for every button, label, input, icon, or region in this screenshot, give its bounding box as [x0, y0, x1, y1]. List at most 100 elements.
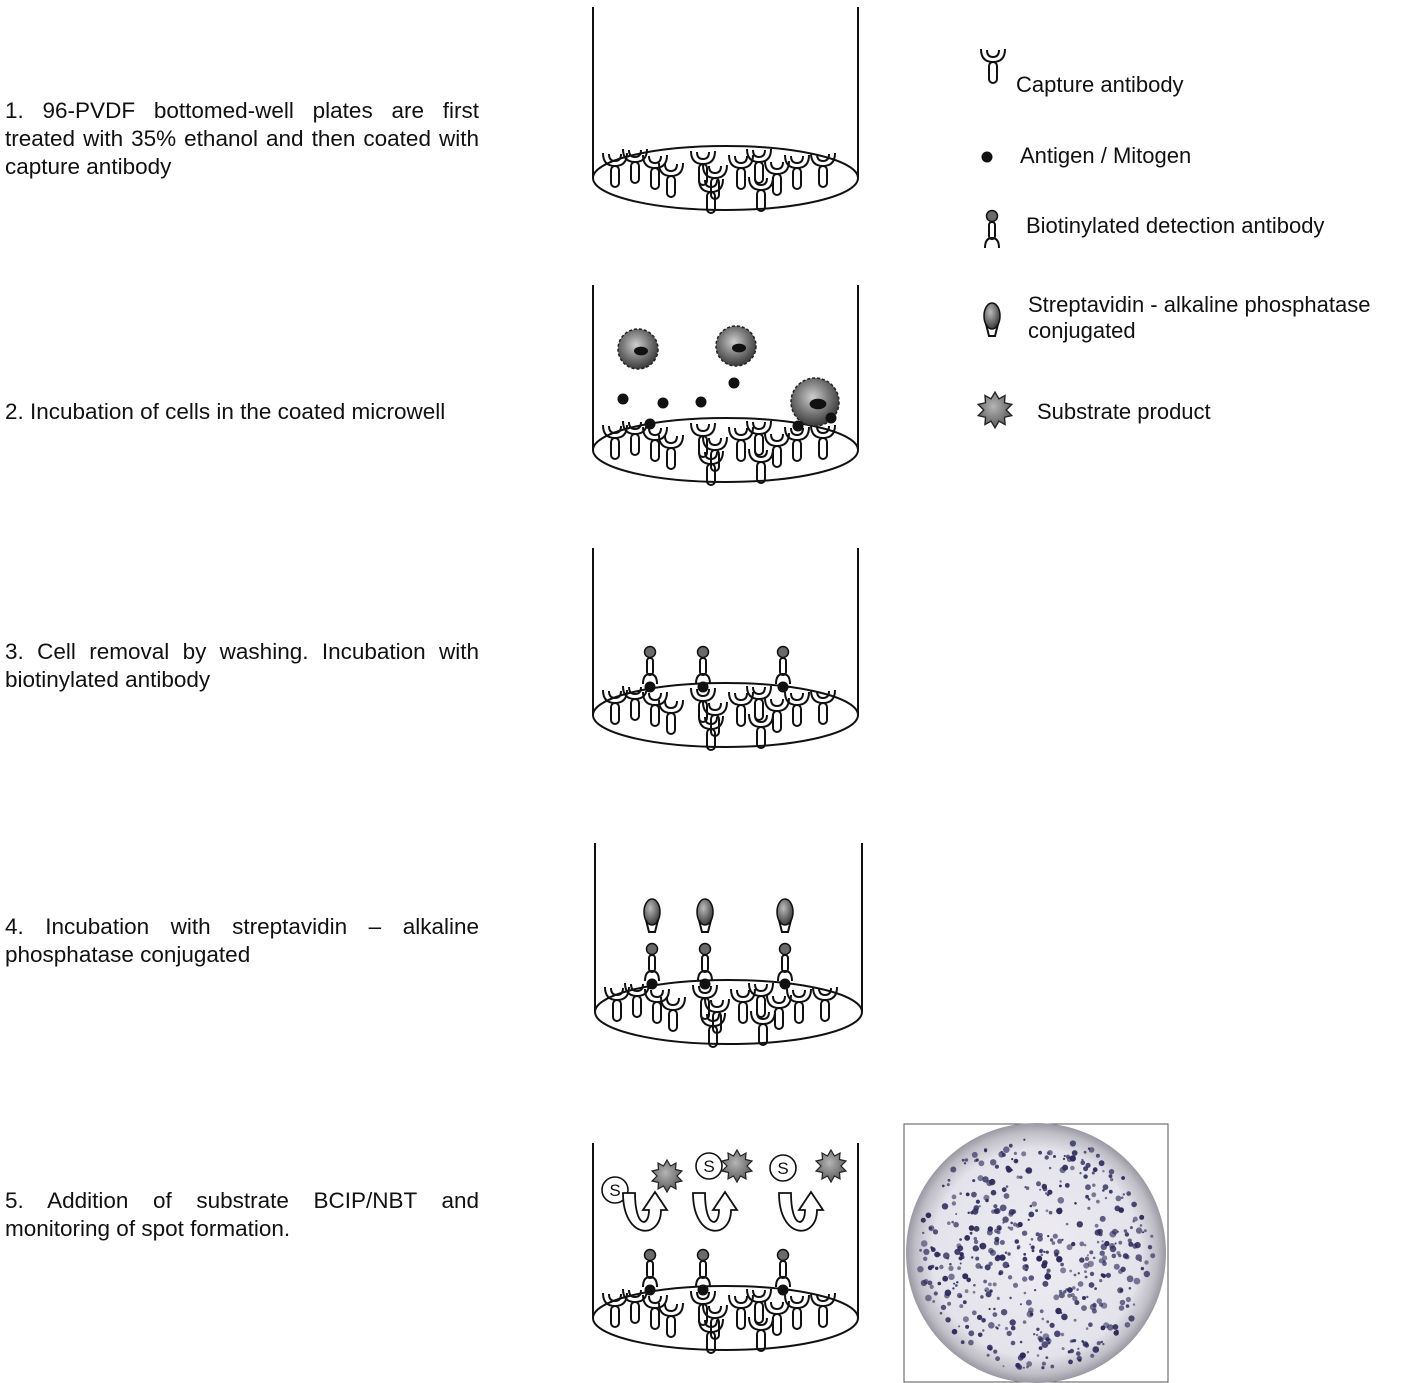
detection-complex [695, 1248, 711, 1296]
spot [1045, 1337, 1050, 1342]
spot [1041, 1317, 1045, 1321]
spot [1086, 1254, 1089, 1257]
spot [1060, 1332, 1065, 1337]
spot [1044, 1155, 1049, 1160]
spot [1023, 1252, 1027, 1256]
spot [1039, 1188, 1042, 1191]
spot [1084, 1256, 1090, 1262]
spot [1114, 1242, 1117, 1245]
spot [1124, 1322, 1131, 1328]
substrate-product-icon [977, 391, 1013, 429]
spot [1102, 1261, 1107, 1267]
capture-antibody-icon [980, 48, 1006, 84]
spot [1017, 1354, 1024, 1361]
capture-antibody [642, 1294, 668, 1330]
spot [1084, 1270, 1087, 1273]
spot [1009, 1226, 1014, 1231]
spot [1132, 1243, 1138, 1249]
spot [999, 1254, 1006, 1261]
legend-label-substrate: Substrate product [1037, 399, 1211, 424]
spot [1080, 1160, 1086, 1165]
spot [947, 1178, 951, 1182]
capture-antibody [764, 697, 790, 733]
spot [917, 1266, 924, 1273]
spot [998, 1271, 1002, 1276]
spot [937, 1281, 942, 1286]
spot [994, 1255, 1001, 1262]
spot [1064, 1183, 1070, 1188]
detection-complex [696, 898, 714, 990]
spot [958, 1325, 961, 1328]
spot [961, 1158, 965, 1162]
spot [950, 1166, 957, 1173]
spot [1060, 1267, 1067, 1274]
spot [1013, 1158, 1019, 1164]
capture-antibody [764, 160, 790, 196]
spot [1082, 1341, 1089, 1347]
spot [1083, 1262, 1090, 1269]
spot [1122, 1193, 1126, 1196]
spot [1108, 1189, 1113, 1194]
spot [994, 1164, 1000, 1169]
spot [951, 1220, 954, 1224]
spot [1120, 1196, 1124, 1199]
spot [1006, 1330, 1012, 1337]
cell [617, 328, 659, 370]
antigen-dot [657, 397, 669, 409]
spot [988, 1282, 992, 1287]
spot [1004, 1251, 1008, 1254]
spot [1113, 1263, 1120, 1270]
spot [1084, 1275, 1088, 1279]
spot [1099, 1279, 1103, 1283]
spot [982, 1329, 985, 1332]
spot [1041, 1361, 1046, 1366]
spot [1133, 1277, 1141, 1285]
spot [1125, 1296, 1131, 1303]
spot [948, 1265, 954, 1271]
spot [1082, 1296, 1086, 1300]
spot [948, 1273, 955, 1281]
spot [1100, 1302, 1108, 1309]
legend-label-biotinylated: Biotinylated detection antibody [1026, 213, 1325, 238]
spot [1100, 1243, 1108, 1251]
spot [962, 1300, 967, 1305]
conversion-arrow [692, 1190, 739, 1232]
antigen-dot [792, 420, 804, 432]
spot [1023, 1138, 1026, 1141]
spot [1010, 1325, 1016, 1331]
spot [960, 1340, 965, 1345]
spot [1119, 1288, 1124, 1293]
spot [1068, 1359, 1073, 1365]
streptavidin-ap-icon [983, 302, 1001, 337]
spot [954, 1284, 958, 1287]
spot [1019, 1303, 1022, 1306]
step-1-text: 1. 96-PVDF bottomed-well plates are firs… [5, 98, 479, 179]
spot [1054, 1330, 1061, 1338]
spot [1118, 1269, 1123, 1274]
substrate-product [651, 1159, 683, 1193]
spot [1090, 1353, 1095, 1358]
spot [1072, 1295, 1078, 1302]
spot [972, 1290, 976, 1294]
spot [1079, 1241, 1085, 1247]
spot [1118, 1207, 1124, 1213]
spot [965, 1324, 970, 1329]
spot [1005, 1185, 1009, 1188]
spot [966, 1277, 971, 1283]
spot [1083, 1174, 1088, 1179]
spot [949, 1262, 952, 1266]
spot [1065, 1154, 1071, 1159]
capture-antibody [660, 996, 686, 1032]
spot [1127, 1238, 1132, 1243]
spot [1062, 1164, 1069, 1171]
spot [1135, 1227, 1143, 1234]
spot [932, 1300, 936, 1303]
spot [1124, 1232, 1130, 1237]
spot [1030, 1245, 1035, 1250]
spot [955, 1213, 958, 1215]
spot [1118, 1240, 1123, 1245]
spot [975, 1263, 982, 1269]
spot [959, 1192, 962, 1195]
spot [984, 1264, 991, 1271]
spot [995, 1356, 1000, 1362]
